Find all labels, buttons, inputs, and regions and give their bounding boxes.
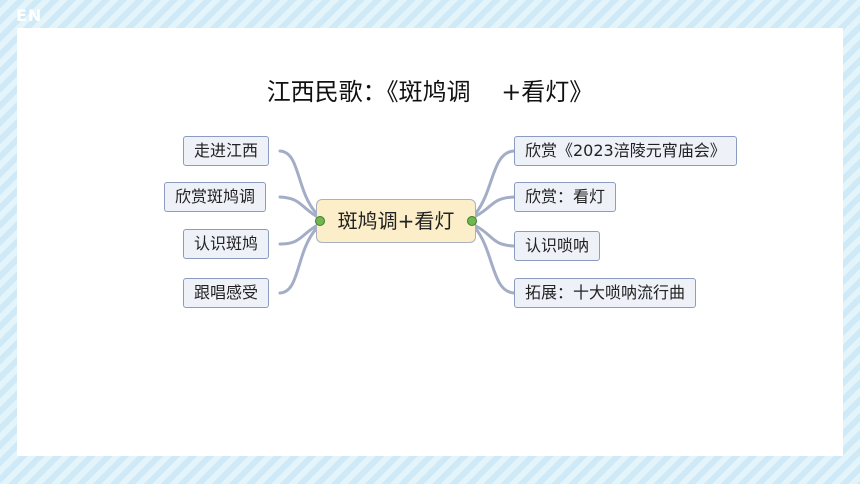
link-left-4: [278, 227, 318, 295]
language-badge: EN: [16, 6, 43, 25]
node-left-2[interactable]: 欣赏斑鸠调: [164, 182, 267, 212]
center-node[interactable]: 斑鸠调+看灯: [316, 199, 476, 243]
node-right-3[interactable]: 认识唢呐: [514, 231, 601, 261]
node-right-2[interactable]: 欣赏：看灯: [514, 182, 617, 212]
node-left-4[interactable]: 跟唱感受: [183, 278, 270, 308]
link-right-1: [474, 149, 516, 215]
slide-title: 江西民歌：《斑鸠调 +看灯》: [266, 78, 594, 106]
link-left-1: [278, 149, 318, 215]
node-right-1[interactable]: 欣赏《2023涪陵元宵庙会》: [514, 136, 737, 166]
collapse-right-icon[interactable]: [467, 216, 477, 226]
node-left-1[interactable]: 走进江西: [183, 136, 270, 166]
node-left-3[interactable]: 认识斑鸠: [183, 229, 270, 259]
link-right-4: [474, 227, 516, 295]
link-right-2: [474, 195, 516, 218]
collapse-left-icon[interactable]: [315, 216, 325, 226]
link-right-3: [474, 224, 516, 248]
node-right-4[interactable]: 拓展：十大唢呐流行曲: [514, 278, 697, 308]
link-left-3: [278, 224, 318, 246]
link-left-2: [278, 195, 318, 218]
